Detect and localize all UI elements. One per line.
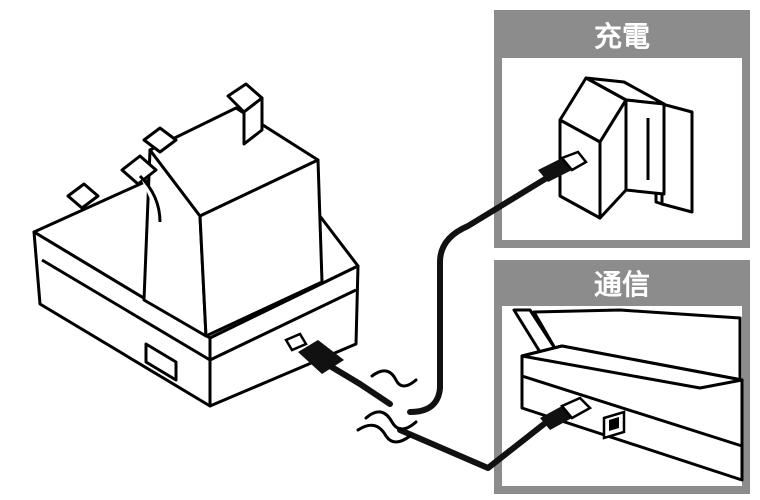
ac-adapter-icon <box>558 76 666 220</box>
charging-panel-header <box>494 10 750 58</box>
charging-cable <box>407 173 553 415</box>
charging-cradle-icon <box>32 82 360 408</box>
charging-panel-label: 充電 <box>594 20 650 53</box>
cables <box>327 173 553 471</box>
cable-break-symbol <box>356 369 418 444</box>
communication-panel <box>494 260 750 494</box>
communication-panel-label: 通信 <box>594 268 650 301</box>
cradle-cable <box>327 363 393 407</box>
communication-panel-header <box>494 260 750 306</box>
communication-cable <box>397 421 547 471</box>
usb-port-icon <box>602 410 626 440</box>
charging-panel <box>494 10 750 248</box>
laptop-icon <box>512 308 744 482</box>
usb-plug-icon <box>540 396 593 430</box>
usb-plug-icon <box>284 332 344 374</box>
